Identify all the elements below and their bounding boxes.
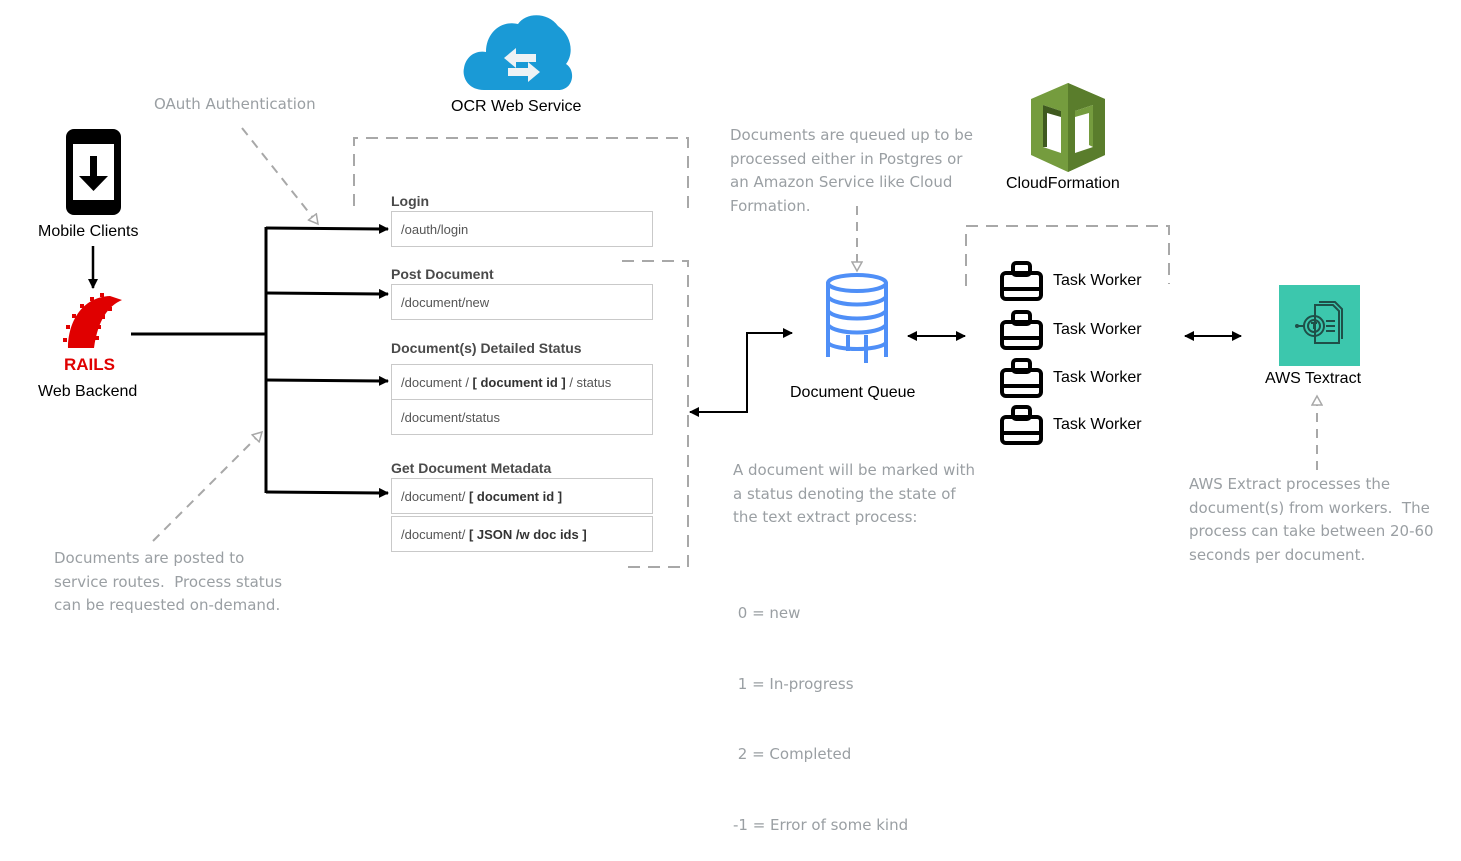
textract-icon bbox=[1279, 285, 1360, 366]
route-document-new[interactable]: /document/new bbox=[391, 284, 653, 320]
route-text: /oauth/login bbox=[401, 221, 469, 237]
route-suffix: / status bbox=[565, 374, 612, 390]
route-param: [ JSON /w doc ids ] bbox=[468, 526, 587, 542]
annotation-posted: Documents are posted to service routes. … bbox=[54, 549, 283, 614]
route-param: [ document id ] bbox=[468, 488, 563, 504]
ocr-web-service-label: OCR Web Service bbox=[451, 98, 582, 115]
task-worker: Task Worker bbox=[1000, 405, 1142, 445]
document-queue-label: Document Queue bbox=[790, 384, 916, 401]
route-oauth-login[interactable]: /oauth/login bbox=[391, 211, 653, 247]
aws-textract-label: AWS Textract bbox=[1265, 370, 1362, 387]
status-code-item: -1 = Error of some kind bbox=[733, 815, 909, 834]
arrow-service-queue bbox=[689, 328, 793, 417]
status-code-item: 2 = Completed bbox=[733, 745, 852, 763]
route-prefix: /document/ bbox=[401, 526, 469, 542]
annotation-oauth: OAuth Authentication bbox=[154, 95, 316, 113]
route-param: [ document id ] bbox=[472, 374, 566, 390]
briefcase-icon bbox=[1000, 405, 1043, 445]
annotation-queued: Documents are queued up to be processed … bbox=[730, 126, 973, 215]
route-document-id-status[interactable]: /document / [ document id ] / status bbox=[391, 364, 653, 400]
arrow-to-status bbox=[265, 375, 389, 386]
status-codes-list: 0 = new 1 = In-progress 2 = Completed -1… bbox=[733, 555, 908, 861]
dashed-group-bottom bbox=[622, 260, 689, 568]
task-worker-label: Task Worker bbox=[1053, 369, 1142, 386]
arrow-to-post bbox=[265, 288, 389, 299]
web-backend-label: Web Backend bbox=[38, 383, 138, 400]
route-document-id[interactable]: /document/ [ document id ] bbox=[391, 478, 653, 514]
task-worker-label: Task Worker bbox=[1053, 272, 1142, 289]
cloudformation-icon bbox=[1031, 83, 1105, 172]
rails-logo-text: RAILS bbox=[64, 355, 115, 372]
task-worker: Task Worker bbox=[1000, 310, 1142, 350]
briefcase-icon bbox=[1000, 261, 1043, 301]
route-prefix: /document / bbox=[401, 374, 473, 390]
annotation-status: A document will be marked with a status … bbox=[733, 461, 975, 526]
route-document-status[interactable]: /document/status bbox=[391, 399, 653, 435]
status-code-item: 1 = In-progress bbox=[733, 674, 854, 693]
briefcase-icon bbox=[1000, 358, 1043, 398]
mobile-clients-label: Mobile Clients bbox=[38, 223, 139, 240]
task-worker-label: Task Worker bbox=[1053, 321, 1142, 338]
dashed-group-workers bbox=[965, 225, 1170, 286]
status-code-item: 0 = new bbox=[733, 604, 801, 622]
section-title-post-document: Post Document bbox=[391, 266, 494, 282]
section-title-detailed-status: Document(s) Detailed Status bbox=[391, 340, 582, 356]
briefcase-icon bbox=[1000, 310, 1043, 350]
task-worker: Task Worker bbox=[1000, 261, 1142, 301]
route-prefix: /document/ bbox=[401, 488, 469, 504]
database-icon bbox=[826, 273, 888, 363]
arrow-to-metadata bbox=[265, 487, 389, 498]
task-worker: Task Worker bbox=[1000, 358, 1142, 398]
route-document-json[interactable]: /document/ [ JSON /w doc ids ] bbox=[391, 516, 653, 552]
connectors bbox=[88, 127, 1461, 568]
section-title-login: Login bbox=[391, 193, 430, 209]
route-text: /document/new bbox=[401, 294, 490, 310]
arrow-to-login bbox=[265, 223, 389, 234]
task-worker-label: Task Worker bbox=[1053, 416, 1142, 433]
cloud-service-icon bbox=[463, 15, 573, 90]
dashed-group-top bbox=[353, 137, 689, 216]
annotation-arrow-posted bbox=[152, 432, 262, 542]
annotation-arrow-oauth bbox=[241, 127, 318, 224]
annotation-textract: AWS Extract processes the document(s) fr… bbox=[1189, 475, 1434, 564]
route-text: /document/status bbox=[401, 409, 500, 425]
cloudformation-label: CloudFormation bbox=[1006, 175, 1120, 192]
rails-logo-icon: RAILS bbox=[63, 293, 122, 372]
mobile-phone-icon bbox=[66, 129, 121, 215]
section-title-metadata: Get Document Metadata bbox=[391, 460, 552, 476]
